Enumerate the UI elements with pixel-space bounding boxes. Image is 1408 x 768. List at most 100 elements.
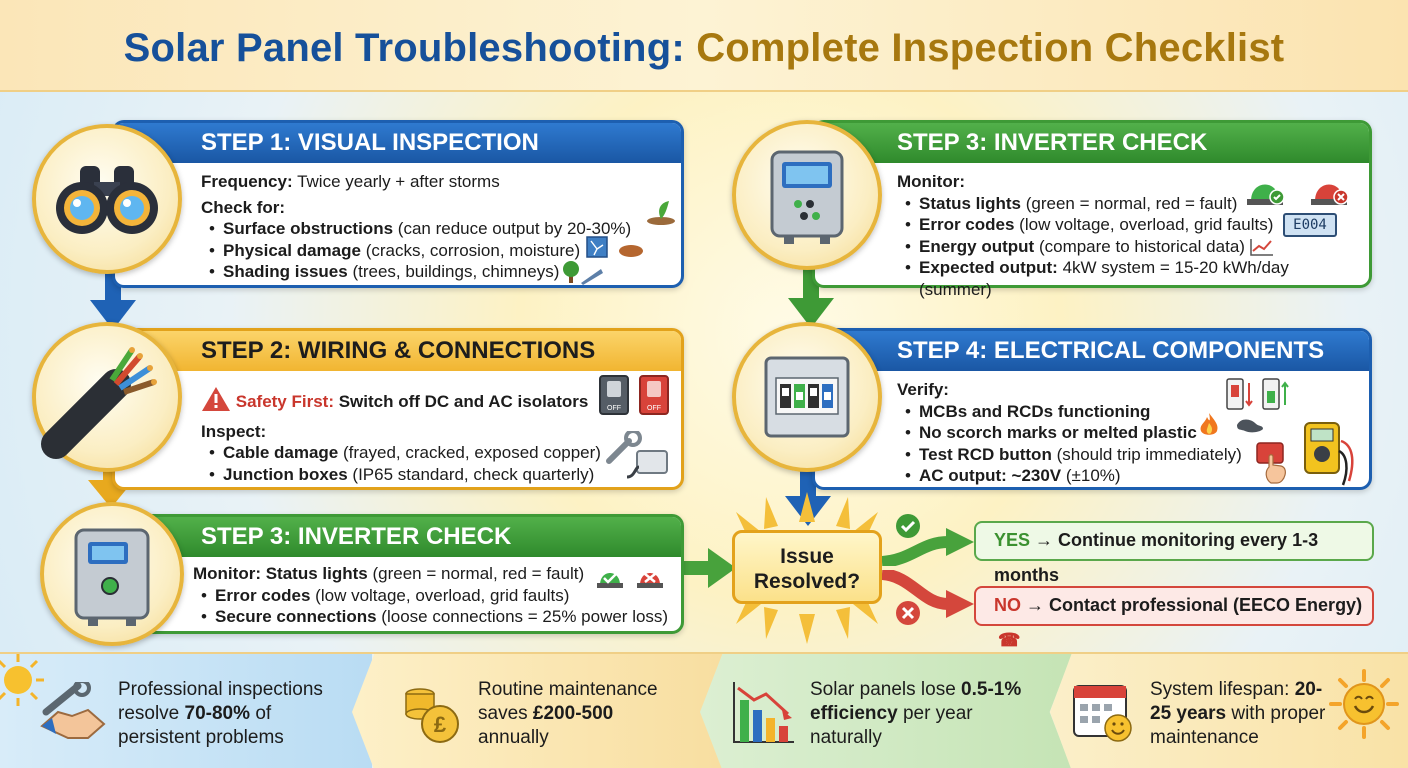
step4-title: STEP 4: ELECTRICAL COMPONENTS — [815, 331, 1369, 371]
step3-left-title: STEP 3: INVERTER CHECK — [115, 517, 681, 557]
step1-title: STEP 1: VISUAL INSPECTION — [115, 123, 681, 163]
isolator-switch-ac-icon: OFF — [639, 375, 669, 415]
decision-line1: Issue — [780, 545, 834, 568]
breaker-panel-icon — [764, 356, 850, 438]
step4-body: Verify: MCBs and RCDs functioning No sco… — [897, 379, 1357, 487]
arrow-step3-to-decision — [680, 548, 736, 588]
isolator-switch-dc-icon: OFF — [599, 375, 629, 415]
safety-first-label: Safety First: — [235, 392, 334, 411]
safety-first-text: Switch off DC and AC isolators — [338, 392, 589, 411]
rcd-test-button-icon — [1256, 442, 1286, 484]
monitor-label: Monitor: — [897, 172, 965, 191]
list-item: No scorch marks or melted plastic — [897, 422, 1357, 444]
error-code-display: E004 — [1283, 213, 1337, 237]
no-label: NO — [994, 595, 1021, 615]
green-light-icon — [1247, 184, 1285, 205]
frequency-value: Twice yearly + after storms — [297, 172, 500, 191]
sun-icon — [0, 654, 44, 706]
decision-line2: Resolved? — [753, 570, 861, 593]
list-item: Error codes (low voltage, overload, grid… — [897, 214, 1357, 236]
inverter-icon — [770, 150, 844, 244]
inspect-label: Inspect: — [201, 421, 267, 441]
multimeter-icon — [1304, 422, 1354, 486]
arrow-no-branch — [882, 570, 974, 618]
list-item: Physical damage (cracks, corrosion, mois… — [201, 240, 669, 262]
header-banner: Solar Panel Troubleshooting: Complete In… — [0, 0, 1408, 92]
decision-box: Issue Resolved? — [732, 530, 882, 604]
line-chart-icon — [1250, 239, 1273, 256]
list-item: Energy output (compare to historical dat… — [897, 236, 1357, 258]
step3-right-title: STEP 3: INVERTER CHECK — [815, 123, 1369, 163]
footer-stat-4: System lifespan: 20-25 years with proper… — [1150, 679, 1326, 748]
step3-left-panel: STEP 3: INVERTER CHECK Monitor: Status l… — [112, 514, 684, 634]
cable-icon — [41, 347, 157, 459]
declining-bar-chart-icon — [733, 682, 794, 743]
fire-icon — [1200, 413, 1218, 435]
list-item: Test RCD button (should trip immediately… — [897, 444, 1357, 466]
arrow-yes-branch — [882, 528, 974, 566]
wrench-icon — [606, 431, 642, 464]
warning-icon — [202, 387, 230, 411]
footer-stat-1: Professional inspections resolve 70-80% … — [118, 679, 323, 748]
sunburst-icon — [736, 492, 878, 644]
footer-stat-2: Routine maintenance saves £200-500 annua… — [478, 679, 658, 748]
step4-panel: STEP 4: ELECTRICAL COMPONENTS Verify: MC… — [812, 328, 1372, 490]
list-item: Status lights (green = normal, red = fau… — [897, 193, 1357, 215]
phone-icon: ☎ — [998, 630, 1021, 650]
tree-shade-icon — [563, 261, 603, 285]
coins-icon: £ — [405, 688, 459, 743]
list-item: Surface obstructions (can reduce output … — [201, 218, 669, 240]
step2-body: Safety First: Switch off DC and AC isola… — [201, 379, 669, 485]
red-light-icon — [1311, 184, 1349, 205]
list-item: AC output: ~230V (±10%) — [897, 465, 1357, 487]
cross-circle-icon — [896, 601, 920, 625]
footer-stat-3: Solar panels lose 0.5-1% efficiency per … — [810, 679, 1022, 748]
check-for-label: Check for: — [201, 197, 286, 217]
outcome-no: NO → Contact professional (EECO Energy) … — [974, 586, 1374, 650]
junction-box-icon — [627, 450, 668, 479]
list-item: Cable damage (frayed, cracked, exposed c… — [201, 442, 669, 464]
svg-text:£: £ — [434, 712, 447, 737]
no-text: → Contact professional (EECO Energy) — [1026, 595, 1363, 615]
yes-label: YES — [994, 530, 1031, 550]
step2-panel: STEP 2: WIRING & CONNECTIONS Safety Firs… — [112, 328, 684, 490]
list-item: MCBs and RCDs functioning — [897, 401, 1357, 423]
verify-label: Verify: — [897, 380, 949, 399]
list-item: Secure connections (loose connections = … — [193, 606, 669, 628]
binoculars-icon — [56, 166, 158, 234]
step4-breaker-badge — [732, 322, 882, 472]
step3-left-inverter-badge — [40, 502, 184, 646]
red-light-icon — [637, 573, 663, 588]
step3-left-body: Monitor: Status lights (green = normal, … — [193, 563, 669, 628]
step2-title: STEP 2: WIRING & CONNECTIONS — [115, 331, 681, 371]
step1-binoculars-badge — [32, 124, 182, 274]
cracked-panel-icon — [586, 236, 643, 258]
footer-segment-1 — [0, 654, 372, 768]
calendar-icon — [1073, 685, 1132, 742]
list-item: Error codes (low voltage, overload, grid… — [193, 585, 669, 607]
title-part-2: Complete Inspection Checklist — [696, 26, 1285, 70]
monitor-label: Monitor: — [193, 564, 261, 583]
title-part-1: Solar Panel Troubleshooting: — [123, 26, 685, 70]
check-circle-icon — [896, 514, 920, 538]
step1-body: Frequency: Twice yearly + after storms C… — [201, 171, 669, 283]
mcb-switch-icon — [1226, 378, 1289, 410]
inverter-icon — [74, 528, 150, 626]
page-title: Solar Panel Troubleshooting: Complete In… — [0, 26, 1408, 71]
leaf-soil-icon — [647, 201, 675, 225]
green-light-icon — [597, 573, 623, 588]
step3-right-body: Monitor: Status lights (green = normal, … — [897, 171, 1357, 300]
smiling-sun-icon — [1329, 669, 1399, 739]
melted-plastic-icon — [1237, 419, 1263, 433]
yes-text: → Continue monitoring every 1-3 months — [994, 530, 1319, 585]
step1-panel: STEP 1: VISUAL INSPECTION Frequency: Twi… — [112, 120, 684, 288]
handshake-wrench-icon — [40, 682, 106, 739]
list-item: Junction boxes (IP65 standard, check qua… — [201, 464, 669, 486]
outcome-yes: YES → Continue monitoring every 1-3 mont… — [974, 521, 1374, 585]
frequency-label: Frequency: — [201, 172, 293, 191]
footer-stats: Professional inspections resolve 70-80% … — [0, 652, 1408, 768]
step3-right-inverter-badge — [732, 120, 882, 270]
step2-cable-badge — [32, 322, 182, 472]
step3-right-panel: STEP 3: INVERTER CHECK Monitor: Status l… — [812, 120, 1372, 299]
list-item: Expected output: 4kW system = 15-20 kWh/… — [897, 257, 1357, 300]
